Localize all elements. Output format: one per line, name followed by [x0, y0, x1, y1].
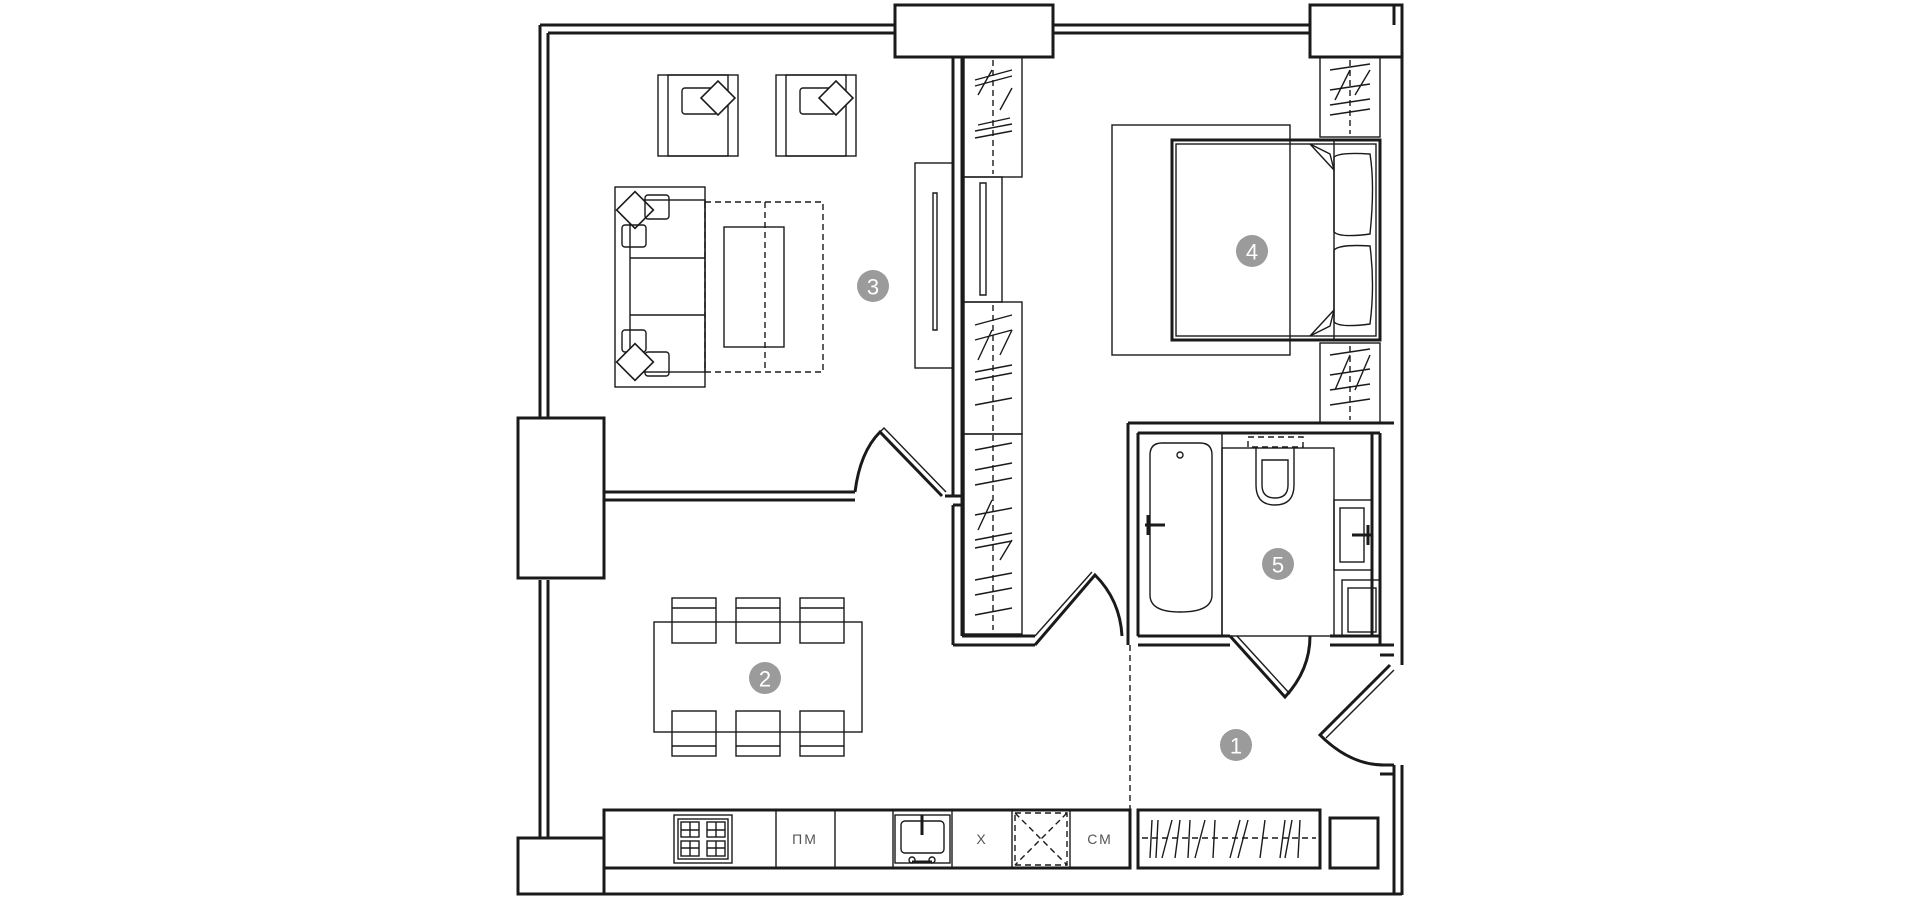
room-number-1: 1: [1230, 734, 1242, 759]
doors: [853, 427, 1395, 767]
wardrobe-column: [914, 56, 1023, 635]
interior-walls: [602, 57, 1394, 776]
hallway-wardrobe: [1136, 808, 1380, 870]
room-number-5: 5: [1272, 553, 1284, 578]
room-badge-3: 3: [857, 270, 889, 302]
room-badge-4: 4: [1236, 235, 1268, 267]
crossed-cabinet-icon: [1014, 812, 1068, 866]
bathroom-fixtures: [1137, 432, 1381, 637]
kitchen-sink-icon: [894, 814, 951, 864]
room-number-4: 4: [1246, 240, 1258, 265]
room-badge-2: 2: [749, 662, 781, 694]
structural-columns: [516, 3, 1404, 896]
living-room-furniture: [614, 74, 857, 388]
fridge-label: Х: [976, 831, 987, 847]
stove-icon: [673, 814, 733, 864]
washer-label: СМ: [1087, 831, 1113, 847]
room-number-2: 2: [759, 667, 771, 692]
bedroom-furniture: [1111, 56, 1382, 424]
dishwasher-label: ПМ: [792, 831, 818, 847]
room-badge-1: 1: [1220, 729, 1252, 761]
dining-furniture: [653, 597, 863, 757]
kitchen-counter: [602, 808, 1132, 870]
room-number-3: 3: [867, 275, 879, 300]
room-badge-5: 5: [1262, 548, 1294, 580]
exterior-walls: [518, 5, 1404, 896]
